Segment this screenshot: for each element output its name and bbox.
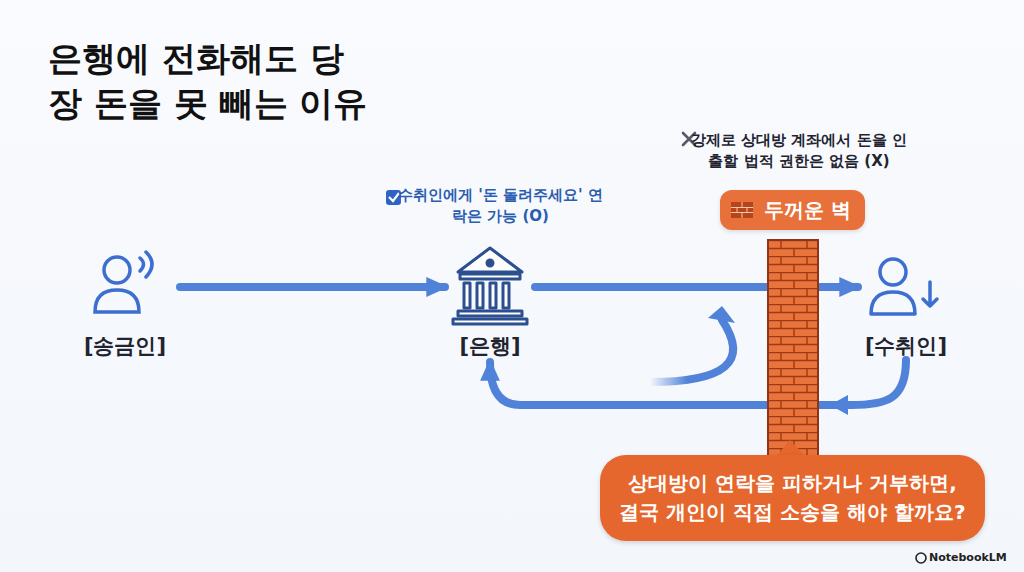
receiver-node: [수취인] [858,245,954,360]
bank-node: [은행] [445,240,535,360]
person-head [880,259,906,285]
bounce-arrow [650,320,733,382]
brick-icon-body [731,202,753,218]
checkmark [389,193,399,201]
bank-dot [487,260,493,266]
notebooklm-logo [916,553,926,563]
person-body [95,290,139,312]
node-text: [수취인] [865,332,947,360]
question-callout: 상대방이 연락을 피하거나 거부하면, 결국 개인이 직접 소송을 해야 할까요… [600,455,985,541]
bounce-arrow-head [708,306,735,323]
watermark: NotebookLM [929,551,1007,564]
sender-icon [95,252,152,312]
receiver-icon [871,259,937,314]
node-text: 두꺼운 벽 [764,197,851,224]
bank-column [477,283,483,308]
brick-icon-lines [731,202,753,218]
bank-column [464,283,470,308]
blocked-arrow-head [830,395,848,415]
wall-badge: 두꺼운 벽 [720,190,865,230]
flow-arrow [180,283,445,291]
impossible-note: 강제로 상대방 계좌에서 돈을 인출할 법적 권한은 없음 (X) [690,130,908,172]
bank-roof [458,248,522,272]
signal-arc [140,258,144,271]
bank-column [503,283,509,308]
bank-base [458,311,522,316]
down-arrow [923,282,937,306]
bank-icon [453,248,527,324]
bank-base [453,319,527,324]
possible-note: 수취인에게 '돈 돌려주세요' 연락은 가능 (O) [398,185,603,227]
person-head [104,257,130,283]
signal-arc [146,252,152,277]
person-body [871,292,915,314]
sender-node: [송금인] [70,250,180,360]
node-text: [송금인] [84,332,166,360]
node-text: 상대방이 연락을 피하거나 거부하면, 결국 개인이 직접 소송을 해야 할까요… [615,469,970,527]
logo-ring [916,553,926,563]
diagram-title: 은행에 전화해도 당장 돈을 못 빼는 이유 [48,36,448,126]
bank-column [490,283,496,308]
bank-beam [460,274,520,279]
node-text: [은행] [459,332,520,360]
brick-icon [731,202,753,218]
